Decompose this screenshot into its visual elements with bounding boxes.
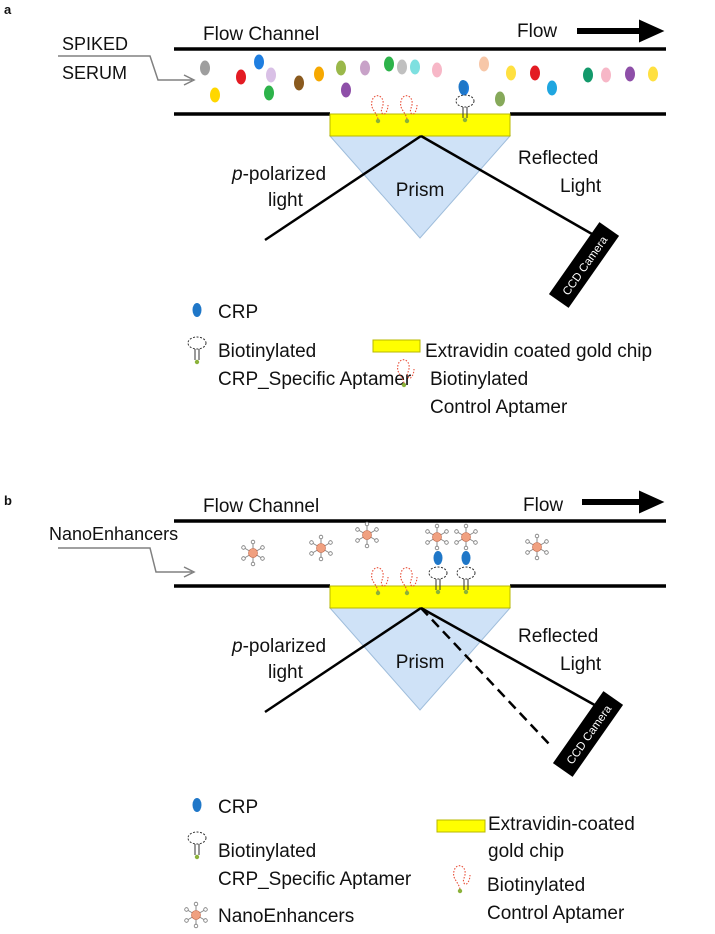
panel-a-prism-label: Prism: [396, 180, 445, 201]
panel-b-legend-crp: CRP: [218, 797, 258, 818]
panel-b-p-polarized-label: p-polarized: [231, 636, 326, 657]
panel-b-tag: b: [4, 493, 12, 508]
serum-molecule: [625, 66, 635, 82]
panel-a-legend-specific-line1: Biotinylated: [218, 341, 316, 362]
panel-b-bound-nanoenhancer: [454, 523, 478, 551]
panel-b-legend-specific-line2: CRP_Specific Aptamer: [218, 869, 412, 890]
panel-a-legend-chip: Extravidin coated gold chip: [425, 341, 652, 362]
panel-b-legend-chip-icon: [436, 819, 486, 833]
serum-molecule: [479, 56, 489, 72]
panel-b-bound-crp: [461, 551, 471, 565]
serum-molecule: [410, 59, 420, 75]
serum-molecule: [200, 60, 210, 76]
panel-a-tag: a: [4, 2, 12, 17]
panel-a-legend-crp-icon: [192, 303, 202, 317]
serum-molecule: [336, 60, 346, 76]
serum-molecule: [236, 69, 246, 85]
serum-molecule: [432, 62, 442, 78]
panel-a-flow-arrow: [577, 19, 665, 43]
panel-a-flow-label: Flow: [517, 21, 557, 42]
panel-b-legend-specific-aptamer-icon: [187, 831, 207, 860]
panel-a-legend-control-line1: Biotinylated: [430, 369, 528, 390]
panel-a-legend-specific-line2: CRP_Specific Aptamer: [218, 369, 412, 390]
panel-a-incident-beam: [264, 134, 422, 242]
serum-molecule: [266, 67, 276, 83]
serum-molecule: [506, 65, 516, 81]
panel-a: a Flow Channel Flow SPIKED SERUM Prism p…: [4, 2, 666, 418]
panel-b-light-label: light: [268, 662, 304, 683]
serum-molecule: [314, 66, 324, 82]
serum-molecule: [384, 56, 394, 72]
serum-molecule: [648, 66, 658, 82]
panel-b-flow-arrow: [582, 490, 665, 514]
serum-molecule: [210, 87, 220, 103]
panel-b-legend-control-line1: Biotinylated: [487, 875, 585, 896]
panel-b-gold-chip: [329, 585, 511, 609]
serum-molecule: [495, 91, 505, 107]
panel-a-reflected-label: Reflected: [518, 148, 598, 169]
panel-b-legend-specific-line1: Biotinylated: [218, 841, 316, 862]
panel-a-ccd-camera: CCD Camera: [548, 222, 620, 308]
panel-b-reflected-beam: [420, 606, 601, 710]
serum-molecule: [264, 85, 274, 101]
panel-b-legend-nano: NanoEnhancers: [218, 906, 354, 927]
panel-a-input-label-line1: SPIKED: [62, 34, 128, 54]
serum-molecule: [583, 67, 593, 83]
panel-b-input-label: NanoEnhancers: [49, 524, 178, 544]
panel-a-p-polarized-label: p-polarized: [231, 164, 326, 185]
panel-b-bound-crp: [433, 551, 443, 565]
panel-b-reflected-label: Reflected: [518, 626, 598, 647]
panel-b-reflected-light-label: Light: [560, 654, 602, 675]
panel-a-bound-crp: [458, 80, 468, 94]
panel-a-flow-channel-label: Flow Channel: [203, 24, 319, 45]
panel-a-reflected-light-label: Light: [560, 176, 602, 197]
panel-b-ccd-camera: CCD Camera: [552, 691, 624, 777]
serum-molecule: [601, 67, 611, 83]
panel-b-legend-control-line2: Control Aptamer: [487, 903, 625, 924]
panel-b: b Flow Channel Flow NanoEnhancers Prism …: [4, 490, 666, 929]
panel-b-legend-chip-line1: Extravidin-coated: [488, 814, 635, 835]
panel-b-flow-channel-label: Flow Channel: [203, 496, 319, 517]
serum-molecule: [397, 59, 407, 75]
panel-b-prism-label: Prism: [396, 652, 445, 673]
panel-a-legend-specific-aptamer-icon: [187, 336, 207, 365]
panel-a-legend-crp: CRP: [218, 302, 258, 323]
panel-a-legend-chip-icon: [372, 339, 421, 353]
serum-molecule: [360, 60, 370, 76]
panel-b-flow-label: Flow: [523, 495, 563, 516]
panel-a-gold-chip: [329, 113, 511, 137]
panel-b-nanoenhancer: [241, 539, 265, 567]
panel-a-light-label: light: [268, 190, 304, 211]
panel-b-legend-chip-line2: gold chip: [488, 841, 564, 862]
panel-b-legend-crp-icon: [192, 798, 202, 812]
panel-b-legend-control-aptamer-icon: [453, 865, 471, 894]
serum-molecule: [341, 82, 351, 98]
serum-molecule: [547, 80, 557, 96]
serum-molecule: [530, 65, 540, 81]
panel-b-nanoenhancer: [525, 533, 549, 561]
panel-a-input-arrow: [58, 55, 192, 81]
panel-b-nanoenhancer: [355, 521, 379, 549]
panel-b-input-arrow: [58, 547, 192, 573]
panel-b-bound-nanoenhancer: [425, 523, 449, 551]
panel-a-legend-control-line2: Control Aptamer: [430, 397, 568, 418]
panel-b-nanoenhancer: [309, 534, 333, 562]
panel-a-serum-molecules: [200, 54, 658, 107]
serum-molecule: [294, 75, 304, 91]
serum-molecule: [254, 54, 264, 70]
panel-a-reflected-beam: [420, 134, 593, 236]
panel-b-incident-beam: [264, 606, 422, 714]
panel-b-legend-nanoenhancer-icon: [184, 901, 208, 929]
panel-a-input-label-line2: SERUM: [62, 63, 127, 83]
